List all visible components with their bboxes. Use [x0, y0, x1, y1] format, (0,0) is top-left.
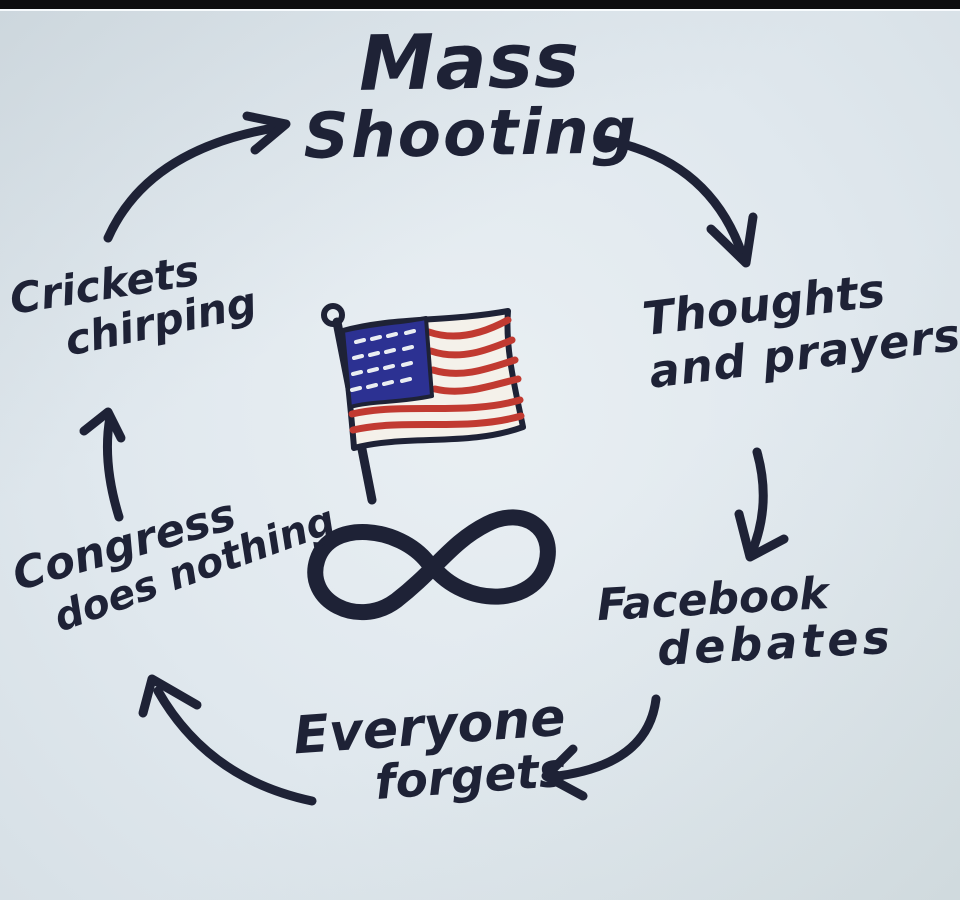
- arrow-facebook-to-everyone: [541, 694, 661, 801]
- arrow-thoughts-to-facebook: [734, 447, 789, 562]
- node-facebook-debates: Facebook debates: [596, 565, 950, 677]
- american-flag-icon: [321, 303, 526, 505]
- infinity-icon: [307, 509, 556, 621]
- arrow-congress-to-crickets: [79, 407, 126, 522]
- arrow-crickets-to-mass: [103, 111, 291, 243]
- arrow-everyone-to-congress: [138, 674, 317, 806]
- node-mass-shooting-line2: Shooting: [302, 94, 639, 173]
- arrow-mass-to-thoughts: [595, 134, 758, 268]
- node-mass-shooting-line1: Mass: [357, 15, 581, 108]
- letterbox-bar: [0, 0, 960, 9]
- node-mass-shooting: Mass Shooting: [249, 15, 691, 173]
